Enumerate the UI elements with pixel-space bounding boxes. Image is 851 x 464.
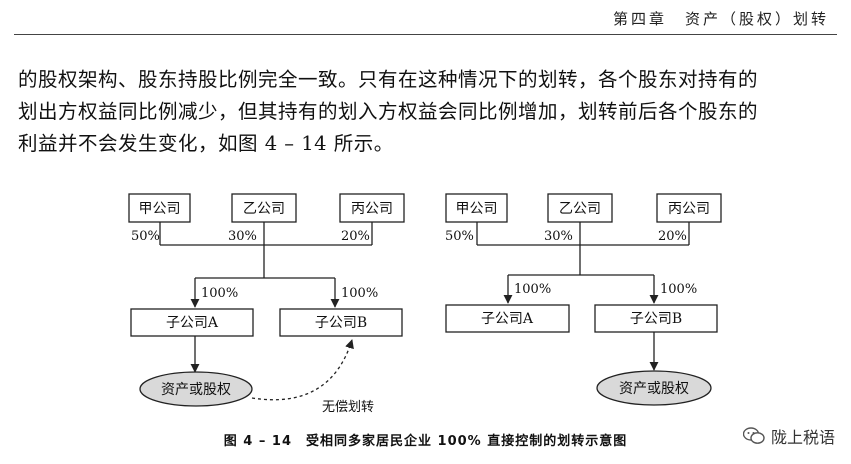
right-sub-a-label: 子公司A [481, 311, 534, 327]
page-header: 第四章 资产（股权）划转 [612, 10, 829, 28]
left-shareholder-bing-box [339, 193, 405, 223]
left-pct-jia: 50% [131, 229, 160, 244]
right-diagram [445, 193, 722, 406]
figure-caption: 图 4 – 14 受相同多家居民企业 100% 直接控制的划转示意图 [223, 434, 628, 449]
left-pct-sub-a: 100% [201, 286, 238, 301]
watermark: 陇上税语 [742, 424, 835, 448]
watermark-text: 陇上税语 [770, 428, 835, 447]
wechat-icon [742, 427, 765, 445]
right-pct-sub-a: 100% [514, 282, 551, 297]
free-transfer-label: 无偿划转 [322, 400, 374, 415]
right-shareholder-jia-label: 甲公司 [456, 201, 498, 217]
right-sub-a-box [445, 304, 570, 333]
right-pct-jia: 50% [445, 229, 474, 244]
right-shareholder-yi-box [547, 193, 613, 223]
left-asset-label: 资产或股权 [161, 382, 231, 398]
right-asset-ellipse [596, 370, 712, 406]
left-sub-a-box [130, 308, 254, 337]
right-sub-b-box [594, 304, 718, 333]
left-pct-yi: 30% [228, 229, 257, 244]
left-shareholder-bing-label: 丙公司 [351, 201, 393, 217]
left-shareholder-yi-box [231, 193, 297, 223]
left-sub-b-box [279, 308, 403, 337]
left-pct-sub-b: 100% [341, 286, 378, 301]
left-sub-a-label: 子公司A [166, 315, 219, 331]
left-shareholder-jia-label: 甲公司 [139, 201, 181, 217]
body-paragraph: 的股权架构、股东持股比例完全一致。只有在这种情况下的划转，各个股东对持有的 划出… [18, 64, 848, 160]
right-sub-b-label: 子公司B [630, 311, 682, 327]
right-asset-label: 资产或股权 [619, 381, 689, 397]
paragraph-line-3: 利益并不会发生变化，如图 4 – 14 所示。 [18, 132, 394, 155]
paragraph-line-2: 划出方权益同比例减少，但其持有的划入方权益会同比例增加，划转前后各个股东的 [18, 100, 759, 123]
right-shareholder-yi-label: 乙公司 [559, 201, 601, 217]
left-shareholder-yi-label: 乙公司 [243, 201, 285, 217]
right-shareholder-bing-label: 丙公司 [668, 201, 710, 217]
right-pct-yi: 30% [544, 229, 573, 244]
left-diagram [128, 193, 405, 407]
right-pct-sub-b: 100% [660, 282, 697, 297]
header-rule [14, 34, 837, 35]
left-asset-ellipse [139, 371, 253, 407]
left-pct-bing: 20% [341, 229, 370, 244]
free-transfer-arrow [251, 339, 354, 401]
paragraph-line-1: 的股权架构、股东持股比例完全一致。只有在这种情况下的划转，各个股东对持有的 [18, 68, 759, 91]
right-pct-bing: 20% [658, 229, 687, 244]
transfer-diagram: 甲公司 乙公司 丙公司 50% 30% 20% 100% 100% 子公司A 子… [128, 193, 722, 415]
left-sub-b-label: 子公司B [315, 315, 367, 331]
